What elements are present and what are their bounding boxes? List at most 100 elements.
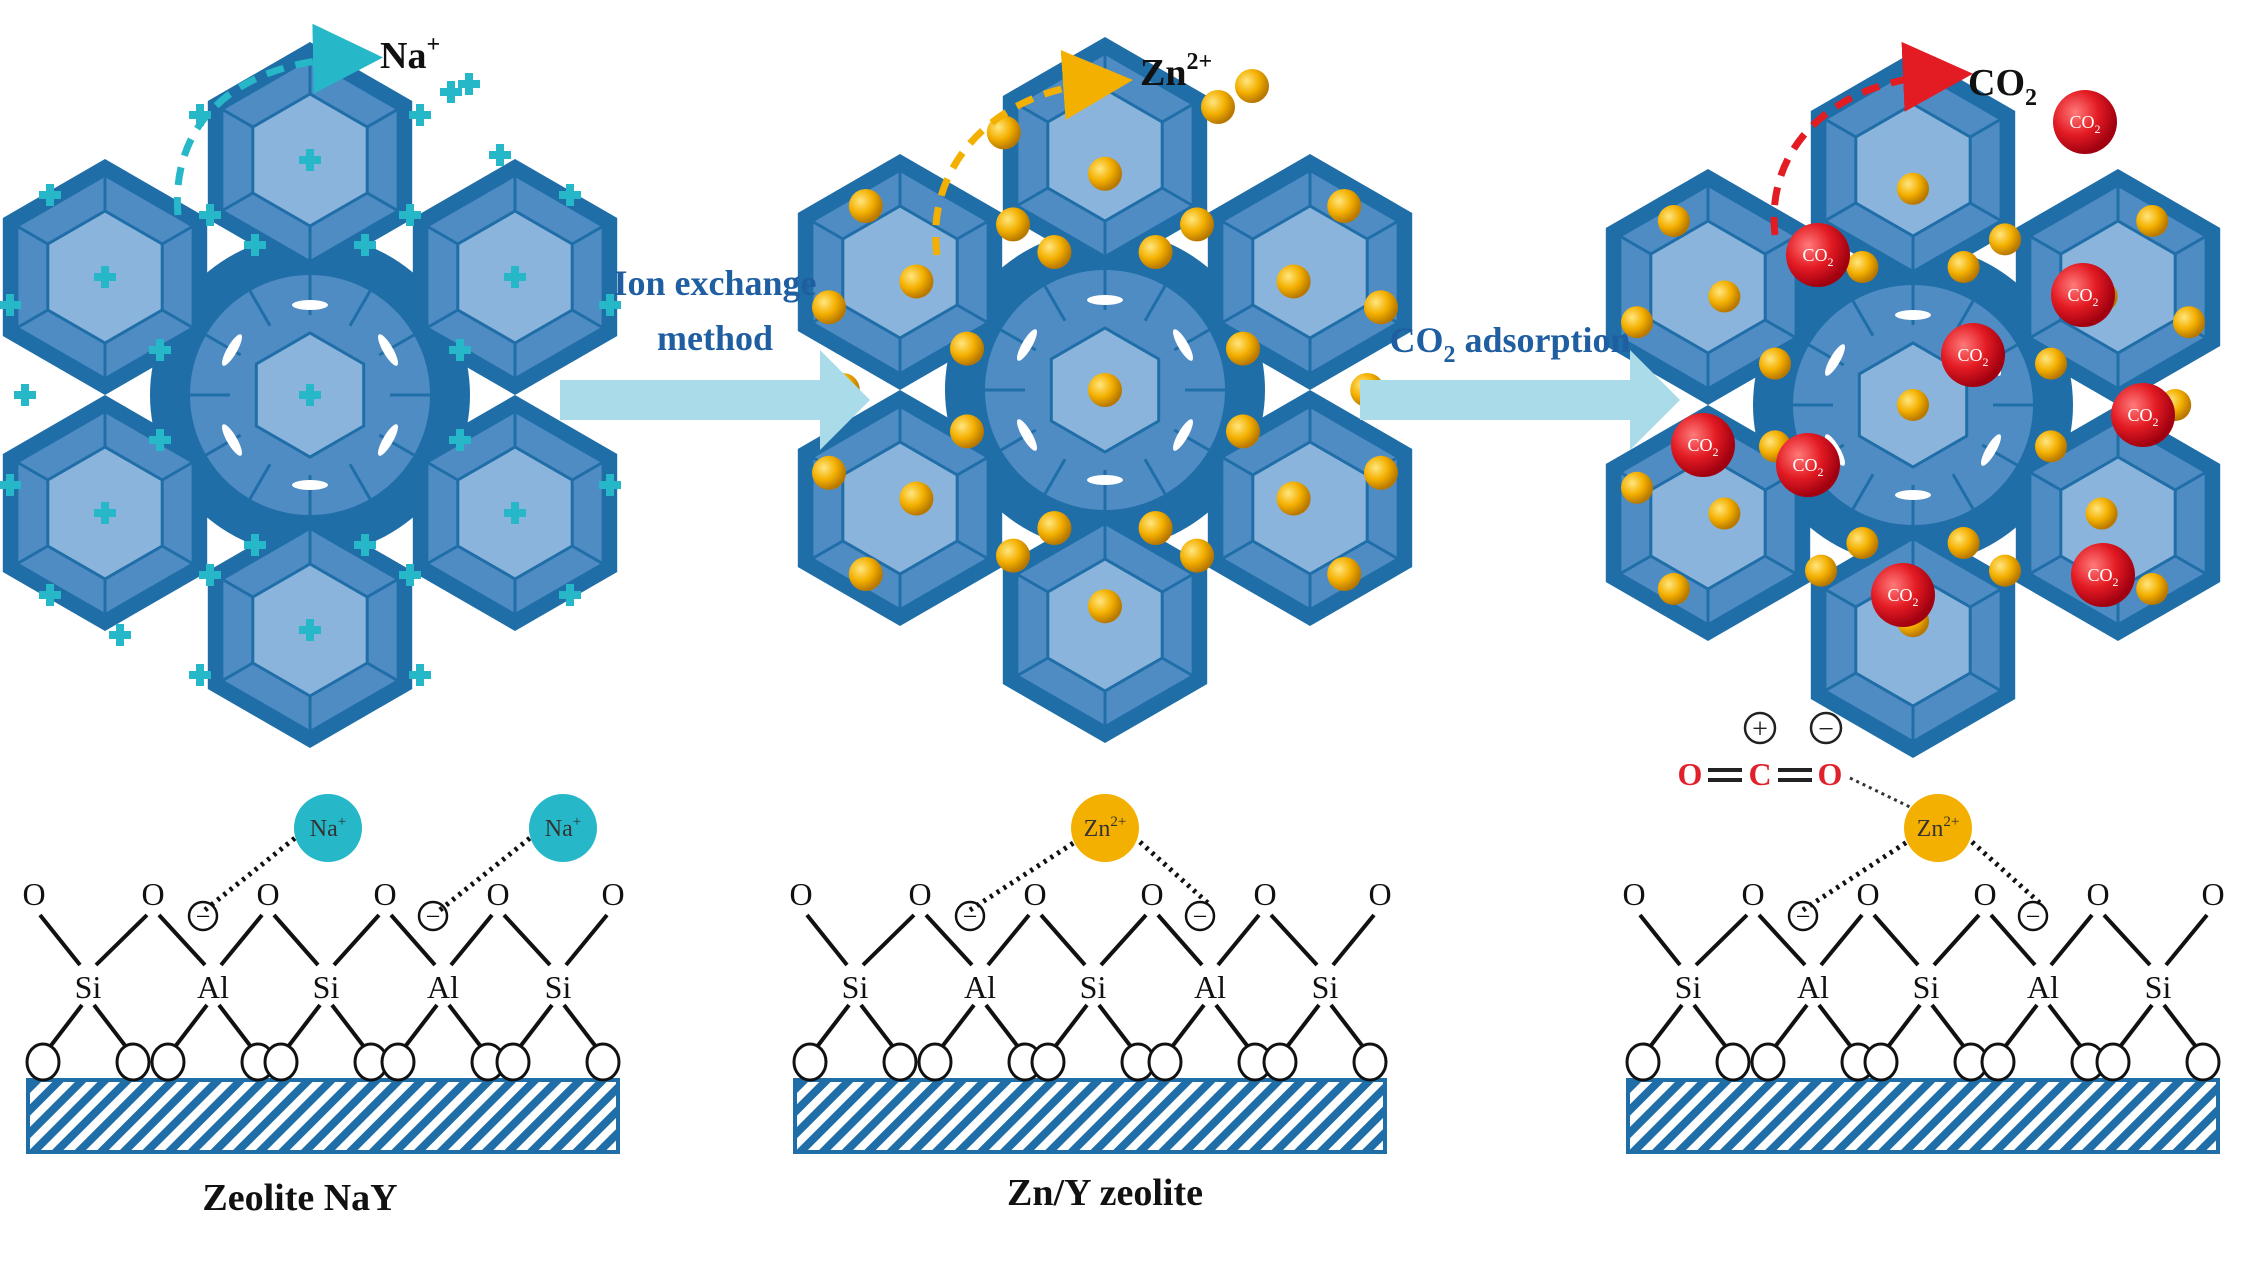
zn-ion-ball: [899, 264, 934, 299]
svg-text:−: −: [1193, 902, 1208, 931]
co2-molecule-ball: CO2: [1671, 413, 1735, 477]
stage-2-title: Zn/Y zeolite: [1007, 1172, 1203, 1214]
zn-ion-ball: [1037, 511, 1072, 545]
substrate-bar: [793, 1078, 1387, 1154]
zn-ion-ball: [2085, 497, 2118, 530]
top-oxygen: O: [22, 876, 45, 912]
na-ion-plus-icon: [399, 564, 421, 586]
zn-ion-ball: [1138, 235, 1173, 269]
na-ion-plus-icon: [409, 664, 431, 686]
bridging-oxygen: [1980, 1042, 2016, 1082]
svg-text:Zn2+: Zn2+: [1084, 814, 1127, 842]
substrate-bar: [1626, 1078, 2220, 1154]
bridging-oxygen: [792, 1042, 828, 1082]
bonded-ion: Zn2+: [1904, 794, 1972, 862]
na-ion-plus-icon: [14, 384, 36, 406]
negative-charge-icon: [1787, 900, 1819, 932]
zn-ion-ball: [1989, 223, 2021, 256]
bridging-oxygen: [263, 1042, 299, 1082]
zn-ion-ball: [1657, 573, 1690, 605]
zn-ion-ball: [1276, 264, 1311, 299]
bridging-oxygen: [495, 1042, 531, 1082]
zn-ion-ball: [1276, 481, 1311, 516]
negative-charge-icon: [1184, 900, 1216, 932]
zeolite-framework-zny: [797, 37, 1413, 743]
bridging-oxygen: [2185, 1042, 2221, 1082]
pore-window: [1825, 344, 1845, 376]
zn-ion-ball: [2136, 573, 2169, 605]
pore-window: [1087, 475, 1123, 485]
na-ion-plus-icon: [189, 104, 211, 126]
zn-ion-ball: [2035, 347, 2067, 380]
zn-ion-ball: [1897, 389, 1929, 421]
na-ion-plus-icon: [0, 294, 21, 316]
bridging-oxygen: [1715, 1042, 1751, 1082]
bonded-ion: Na+: [529, 794, 597, 862]
partial-minus-sign: −: [1818, 714, 1834, 745]
zn-ion-ball: [899, 481, 934, 516]
framework-atom: Al: [2027, 969, 2059, 1005]
framework-atom: Si: [842, 969, 869, 1005]
zn-ion-ball: [1947, 251, 1980, 283]
zn-ion-ball: [1364, 455, 1398, 490]
na-ion-plus-icon: [504, 502, 526, 524]
zn-ion-ball: [2035, 430, 2067, 463]
zn-ion-ball: [1364, 290, 1398, 325]
na-ion-plus-icon: [489, 144, 511, 166]
zn-ion-ball: [1759, 347, 1791, 380]
na-ion-plus-icon: [199, 564, 221, 586]
pore-window: [378, 424, 398, 456]
svg-text:CO2: CO2: [1957, 345, 1988, 369]
bridging-oxygen: [1262, 1042, 1298, 1082]
na-ion-plus-icon: [0, 474, 21, 496]
zn-ion-ball: [1180, 538, 1214, 573]
top-oxygen: O: [601, 876, 624, 912]
na-ion-plus-icon: [409, 104, 431, 126]
svg-text:CO2: CO2: [1687, 435, 1718, 459]
pore-window: [1895, 490, 1931, 500]
zn-ion-ball: [1989, 554, 2021, 587]
co2-molecule-ball: CO2: [2053, 90, 2117, 154]
na-plus-icon: [440, 73, 480, 103]
zn-ion-ball: [1805, 554, 1837, 587]
pore-window: [292, 480, 328, 490]
zn-ion-ball: [950, 414, 984, 449]
framework-atom: Al: [1797, 969, 1829, 1005]
zn-ion-ball: [1708, 280, 1741, 313]
top-oxygen: O: [486, 876, 509, 912]
zn-ion-ball: [1226, 331, 1260, 366]
framework-atom: Al: [197, 969, 229, 1005]
bridging-oxygen: [115, 1042, 151, 1082]
bridging-oxygen: [2095, 1042, 2131, 1082]
negative-charge-icon: [954, 900, 986, 932]
co2-release-label: CO2: [1968, 62, 2037, 111]
top-oxygen: O: [373, 876, 396, 912]
top-oxygen: O: [1023, 876, 1046, 912]
na-ion-plus-icon: [39, 184, 61, 206]
co2-atom-o-right: O: [1818, 756, 1843, 792]
zn-ion-ball: [1088, 373, 1122, 407]
zn-ion-ball: [1180, 207, 1214, 242]
framework-atom: Si: [1080, 969, 1107, 1005]
framework-atom: Si: [545, 969, 572, 1005]
top-oxygen: O: [1741, 876, 1764, 912]
top-oxygen: O: [1140, 876, 1163, 912]
arrow-2-label: CO2 adsorption: [1389, 320, 1630, 368]
na-ion-plus-icon: [94, 266, 116, 288]
na-release: Na+: [173, 23, 480, 216]
pore-window: [1895, 310, 1931, 320]
na-ion-plus-icon: [244, 534, 266, 556]
co2-molecule-ball: CO2: [2111, 383, 2175, 447]
zn-ion-ball: [1201, 90, 1235, 124]
framework-atom: Al: [427, 969, 459, 1005]
na-ion-plus-icon: [449, 429, 471, 451]
bonded-ion: Na+: [294, 794, 362, 862]
svg-text:−: −: [1796, 902, 1811, 931]
zn-ion-ball: [1657, 205, 1690, 237]
svg-text:−: −: [196, 902, 211, 931]
pore-window: [1087, 295, 1123, 305]
